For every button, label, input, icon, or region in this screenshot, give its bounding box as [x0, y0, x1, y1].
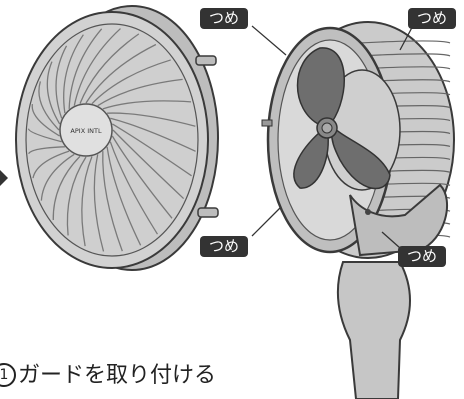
guard-spoke	[111, 123, 192, 177]
guard-spoke	[52, 155, 81, 221]
guard-clip-top	[195, 55, 217, 66]
guard-spoke	[31, 104, 61, 137]
guard-spoke	[91, 59, 171, 105]
guard-spoke	[97, 78, 183, 107]
guard-spoke	[73, 28, 121, 106]
guard-spoke	[27, 128, 62, 143]
guard-clip-bottom	[197, 207, 219, 218]
step-caption-text: ガードを取り付ける	[18, 363, 217, 388]
guard-spoke	[38, 81, 60, 131]
guard-spoke	[112, 129, 185, 200]
front-guard: APIX INTL	[0, 5, 219, 271]
guard-spoke	[111, 135, 173, 219]
guard-spoke	[55, 45, 68, 119]
claw-label-top-left: つめ	[200, 8, 249, 29]
guard-spoke	[81, 156, 93, 247]
guard-spoke	[63, 34, 84, 114]
guard-spoke	[102, 151, 123, 252]
guard-spoke	[102, 100, 192, 110]
claw-label-top-right: つめ	[408, 8, 457, 29]
guard-spoke	[66, 156, 87, 236]
guard-spoke	[110, 117, 196, 152]
guard-spoke	[46, 61, 61, 125]
guard-spoke	[79, 33, 140, 104]
fan-body	[261, 21, 455, 399]
guard-brand-text: APIX INTL	[70, 127, 102, 135]
guard-spoke	[32, 150, 70, 179]
guard-spoke	[40, 153, 75, 201]
claw-label-bottom-left: つめ	[200, 236, 249, 257]
guard-spoke	[106, 146, 142, 246]
claw-label-bottom-right: つめ	[398, 246, 447, 267]
guard-spoke	[107, 112, 196, 127]
step-number-badge: 1	[0, 363, 16, 387]
guard-spoke	[93, 154, 105, 252]
guard-spoke	[68, 28, 103, 109]
arrow-icon	[0, 170, 8, 186]
rear-cage-rib	[359, 53, 451, 57]
guard-spoke	[28, 146, 65, 155]
guard-spoke	[109, 141, 159, 235]
rear-cage-rib	[359, 40, 451, 44]
guard-spoke	[85, 43, 157, 104]
